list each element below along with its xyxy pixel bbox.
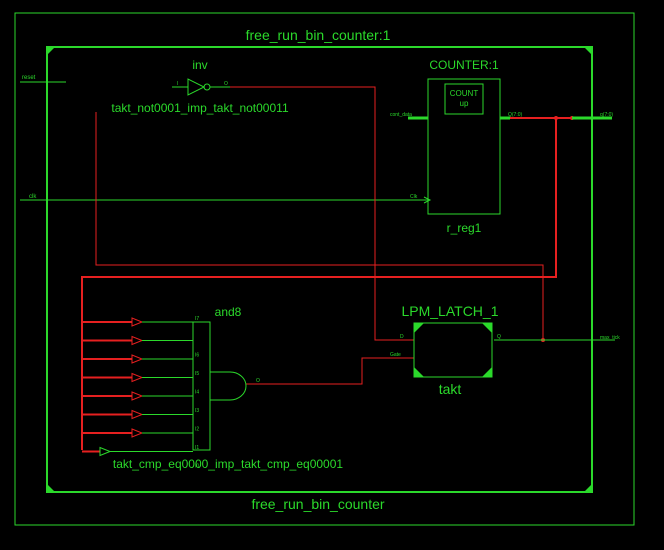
and-input-buffer-icon xyxy=(131,317,144,327)
and-input-buffer-icon xyxy=(131,428,144,438)
counter-title: COUNTER:1 xyxy=(429,58,499,72)
and-input-pin-label: I3 xyxy=(195,408,199,414)
net-and-to-gate xyxy=(246,357,414,385)
latch-pin-d: D xyxy=(400,334,404,340)
inverter-in-pin: I xyxy=(177,81,178,87)
clk-edge-icon xyxy=(423,196,432,204)
latch-pin-gate: Gate xyxy=(390,352,401,358)
and-input-pin-label: I7 xyxy=(195,316,199,322)
and-gate-name: and8 xyxy=(215,305,242,319)
inverter-out-pin: O xyxy=(224,81,228,87)
and-out-pin: O xyxy=(256,378,260,384)
latch-title: LPM_LATCH_1 xyxy=(401,303,498,319)
and-input-buffer-icon xyxy=(99,446,112,457)
and-input-buffer-icon xyxy=(131,354,144,364)
latch-pin-q: Q xyxy=(497,334,501,340)
counter-block xyxy=(427,78,501,215)
latch-instance: takt xyxy=(439,381,462,397)
latch-corner xyxy=(482,367,492,377)
inverter-net-label: takt_not0001_imp_takt_not00011 xyxy=(111,101,289,115)
counter-pin-q: Q(7:0) xyxy=(508,112,523,118)
net-feedback xyxy=(95,112,544,340)
net-not-to-latch-d xyxy=(230,86,414,341)
counter-instance: r_reg1 xyxy=(447,221,482,235)
latch-corner xyxy=(482,323,492,333)
clk-port-label: clk xyxy=(29,194,37,200)
inverter-name: inv xyxy=(192,58,207,72)
corner-marker xyxy=(47,47,55,55)
counter-label-line1: COUNT xyxy=(450,89,479,98)
latch-block xyxy=(413,322,493,378)
and-input-pin-label: I2 xyxy=(195,427,199,433)
bus-to-and xyxy=(81,118,557,450)
instance-title: free_run_bin_counter:1 xyxy=(246,27,391,43)
counter-pin-clk: Clk xyxy=(410,194,418,200)
corner-marker xyxy=(47,484,55,492)
and-input-buffer-icon xyxy=(131,391,144,401)
and-input-pin-label: I4 xyxy=(195,390,199,396)
reset-port-label: reset xyxy=(22,75,36,81)
module-name: free_run_bin_counter xyxy=(251,496,384,512)
corner-marker xyxy=(584,47,592,55)
counter-pin-data: cont_data xyxy=(390,112,412,118)
and-input-pin-label: I5 xyxy=(195,371,199,377)
and-input-buffer-icon xyxy=(131,409,144,420)
inverter-icon xyxy=(187,78,206,96)
and-input-pin-label: I1 xyxy=(195,445,199,451)
and-gate-icon xyxy=(210,371,247,401)
q-port-label: q(7:0) xyxy=(600,112,613,118)
and-input-buffer-icon xyxy=(131,335,144,346)
and-input-pin-label: I6 xyxy=(195,353,199,359)
and-input-pin-label: I0 xyxy=(195,464,199,470)
outer-frame xyxy=(14,12,635,526)
latch-corner xyxy=(414,323,424,333)
and-net-label: takt_cmp_eq0000_imp_takt_cmp_eq00001 xyxy=(113,457,343,471)
bus-junction xyxy=(554,116,558,120)
counter-label-box xyxy=(444,83,484,115)
counter-label-line2: up xyxy=(460,99,469,108)
module-frame xyxy=(46,46,593,493)
max-tick-port-label: max_tick xyxy=(600,335,620,341)
latch-corner xyxy=(414,367,424,377)
and-input-block xyxy=(192,321,211,451)
corner-marker xyxy=(584,484,592,492)
and-input-buffer-icon xyxy=(131,372,144,383)
